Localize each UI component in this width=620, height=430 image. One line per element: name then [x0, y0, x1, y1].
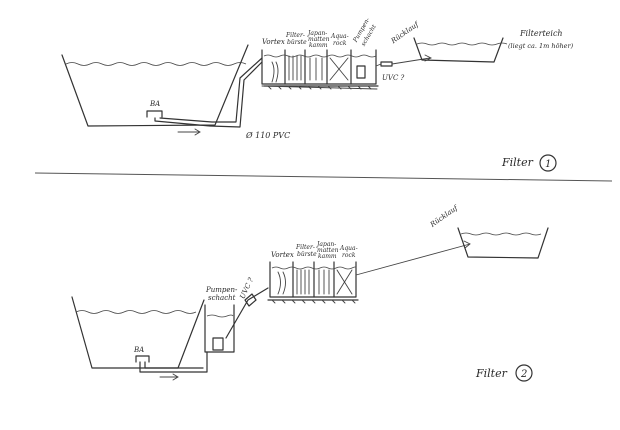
flow-arrow-1	[177, 128, 201, 136]
caption-1-number: 1	[545, 159, 551, 170]
filter-pond-1	[413, 37, 504, 63]
pipe-1	[154, 61, 263, 128]
ruecklauf-label-2: Rücklauf	[428, 203, 460, 229]
pump-2	[212, 337, 224, 351]
ba-label-1: BA	[149, 100, 160, 108]
caption-2: Filter	[475, 367, 508, 380]
japanmatten-label-1b: matten	[308, 36, 330, 43]
caption-2-circle	[515, 364, 533, 382]
aquarock-label-2b: rock	[342, 252, 356, 259]
vortex-label-2: Vortex	[271, 251, 294, 259]
filter-pond-2	[457, 227, 549, 259]
pumpenschacht-label-2: Pumpen-	[205, 286, 238, 294]
pipe-1b	[159, 57, 263, 123]
pond-1	[61, 44, 249, 127]
ruecklauf-label-1: Rücklauf	[389, 20, 421, 46]
filter-chambers-2	[267, 261, 359, 304]
japanmatten-label-1: Japan-	[306, 30, 327, 37]
filter-chambers-1	[261, 49, 379, 90]
uvc-2	[244, 293, 257, 307]
filterbuersten-label-1: Filter-	[285, 32, 305, 39]
vortex-label-1: Vortex	[262, 38, 285, 46]
ba-label-2: BA	[133, 346, 144, 354]
pond-2	[71, 296, 205, 369]
uvc-label-1: UVC ?	[382, 74, 405, 82]
return-line-2	[355, 240, 471, 276]
filterbuersten-label-2b: bürste	[297, 251, 317, 258]
caption-2-number: 2	[520, 369, 527, 380]
filter-pond-1-water	[416, 42, 508, 46]
pipe-label-1: Ø 110 PVC	[245, 131, 290, 140]
japanmatten-label-2: Japan-	[315, 241, 336, 248]
pond-2-water	[75, 310, 197, 314]
separator-line	[34, 172, 613, 182]
diagram-2: BA Pumpen- schacht UVC ? Vortex Filter- …	[71, 203, 549, 382]
caption-1: Filter	[501, 156, 534, 169]
aquarock-label-2: Aqua-	[339, 245, 358, 252]
pipe-2b	[144, 361, 204, 369]
pump-shaft-2	[204, 304, 235, 353]
filter-pond-2-water	[460, 232, 542, 236]
pipe-2	[139, 351, 208, 373]
bottom-drain-1	[146, 110, 163, 118]
uvc-pipe-2	[225, 287, 269, 339]
filterbuersten-label-2: Filter-	[295, 244, 315, 251]
japanmatten-label-2c: kamm	[318, 253, 337, 260]
japanmatten-label-1c: kamm	[309, 42, 328, 49]
pond-1-water	[65, 62, 247, 66]
filterteich-label: Filterteich	[519, 29, 563, 38]
bottom-drain-2	[135, 355, 150, 363]
aquarock-label-1b: rock	[333, 40, 347, 47]
japanmatten-label-2b: matten	[317, 247, 339, 254]
caption-1-circle	[539, 154, 557, 172]
filterbuersten-label-1b: bürste	[287, 39, 307, 46]
uvc-1	[380, 61, 393, 67]
flow-arrow-2	[159, 373, 179, 381]
aquarock-label-1: Aqua-	[330, 33, 349, 40]
filterteich-note: (liegt ca. 1m höher)	[508, 42, 574, 50]
diagram-1: BA Ø 110 PVC Vortex Filter- bürste Japan…	[61, 17, 574, 172]
pumpenschacht-label-2b: schacht	[208, 294, 236, 302]
